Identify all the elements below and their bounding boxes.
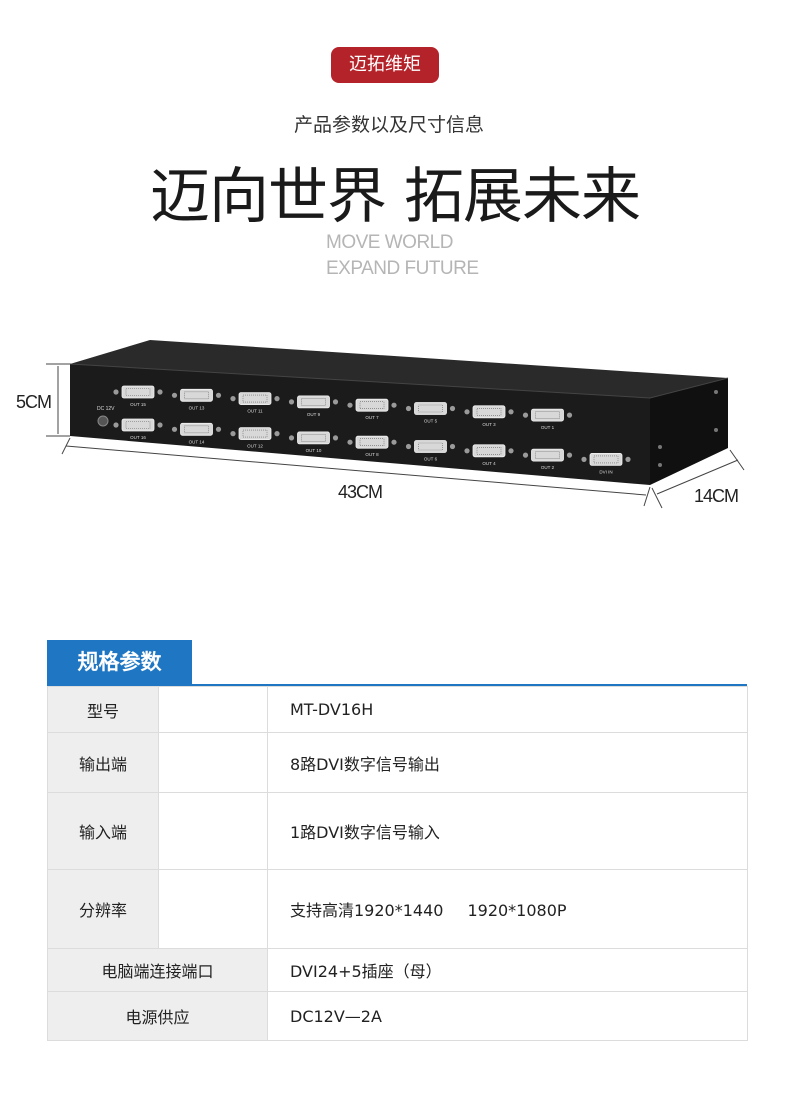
port-label: OUT 3 — [482, 422, 496, 427]
table-row: 型号 MT-DV16H — [47, 686, 748, 733]
depth-dimension: 14CM — [694, 486, 739, 506]
port-label: OUT 2 — [541, 465, 555, 470]
height-dimension: 5CM — [16, 392, 52, 412]
table-row: 分辨率 支持高清1920*1440 1920*1080P — [47, 869, 748, 949]
port-label: OUT 7 — [365, 415, 379, 420]
spec-value: 8路DVI数字信号输出 — [267, 732, 748, 793]
dvi-port: OUT 9 — [288, 395, 339, 417]
power-label: DC 12V — [97, 406, 115, 412]
spec-table: 型号 MT-DV16H 输出端 8路DVI数字信号输出 输入端 1路DVI数字信… — [47, 686, 748, 1041]
dvi-port: OUT 2 — [522, 448, 573, 470]
section-title: 规格参数 — [47, 640, 192, 684]
port-label: OUT 16 — [130, 435, 146, 440]
port-label: OUT 11 — [247, 409, 263, 414]
spec-value: 1路DVI数字信号输入 — [267, 792, 748, 870]
dvi-port: OUT 6 — [405, 440, 456, 462]
brand-badge: 迈拓维矩 — [331, 47, 439, 83]
section-divider — [47, 684, 747, 686]
dvi-port: OUT 12 — [230, 427, 280, 449]
spec-label: 输出端 — [47, 732, 159, 793]
port-label: OUT 13 — [189, 405, 205, 410]
port-label: OUT 6 — [424, 457, 438, 462]
english-line-2: EXPAND FUTURE — [326, 258, 479, 279]
port-label: OUT 12 — [247, 444, 263, 449]
port-label: DVI IN — [599, 469, 612, 474]
spec-value: DVI24+5插座（母） — [267, 948, 748, 992]
table-row: 输入端 1路DVI数字信号输入 — [47, 792, 748, 870]
table-row: 电脑端连接端口 DVI24+5插座（母） — [47, 948, 748, 992]
port-label: OUT 1 — [541, 425, 555, 430]
top-port-row: OUT 15 OUT 13 OUT 11 OUT 9 OUT 7 OUT 5 OUT 3 OU… — [113, 385, 573, 430]
resolution-value-2: 1920*1080P — [467, 901, 567, 920]
bottom-port-row: OUT 16 OUT 14 OUT 12 OUT 10 OUT 8 OUT 6 OUT 4 O… — [113, 418, 631, 474]
spec-value: 支持高清1920*1440 1920*1080P — [267, 869, 748, 949]
page-subtitle: 产品参数以及尺寸信息 — [293, 114, 484, 136]
dvi-port: OUT 3 — [464, 405, 514, 427]
dvi-port: OUT 7 — [347, 398, 397, 420]
dvi-port: OUT 14 — [171, 422, 222, 444]
headline: 迈向世界 拓展未来 — [149, 162, 641, 232]
dvi-port: OUT 16 — [113, 418, 163, 440]
port-label: OUT 15 — [130, 402, 146, 407]
table-row: 电源供应 DC12V—2A — [47, 991, 748, 1041]
dvi-port: OUT 10 — [288, 431, 339, 453]
dvi-port: OUT 5 — [405, 402, 456, 424]
dvi-port: OUT 11 — [230, 392, 280, 414]
dvi-port: OUT 4 — [464, 444, 514, 466]
resolution-value-1: 支持高清1920*1440 — [290, 901, 444, 920]
width-dimension: 43CM — [338, 482, 383, 502]
spec-label: 电脑端连接端口 — [47, 948, 268, 992]
dvi-port: OUT 15 — [113, 385, 163, 407]
power-socket — [97, 415, 109, 427]
dvi-port: OUT 8 — [347, 435, 397, 457]
table-row: 输出端 8路DVI数字信号输出 — [47, 732, 748, 793]
spec-value: MT-DV16H — [267, 686, 748, 733]
english-line-1: MOVE WORLD — [326, 232, 453, 253]
port-label: OUT 9 — [307, 412, 321, 417]
port-label: OUT 4 — [482, 461, 496, 466]
port-label: OUT 14 — [189, 439, 205, 444]
dvi-port: OUT 13 — [171, 388, 222, 410]
spec-value: DC12V—2A — [267, 991, 748, 1041]
spec-label: 输入端 — [47, 792, 159, 870]
port-label: OUT 5 — [424, 419, 438, 424]
port-label: OUT 8 — [365, 452, 379, 457]
port-label: OUT 10 — [306, 448, 322, 453]
dvi-port: OUT 1 — [522, 408, 573, 430]
spec-label: 型号 — [47, 686, 159, 733]
dvi-port: DVI IN — [581, 452, 631, 474]
spec-label: 电源供应 — [47, 991, 268, 1041]
spec-label: 分辨率 — [47, 869, 159, 949]
